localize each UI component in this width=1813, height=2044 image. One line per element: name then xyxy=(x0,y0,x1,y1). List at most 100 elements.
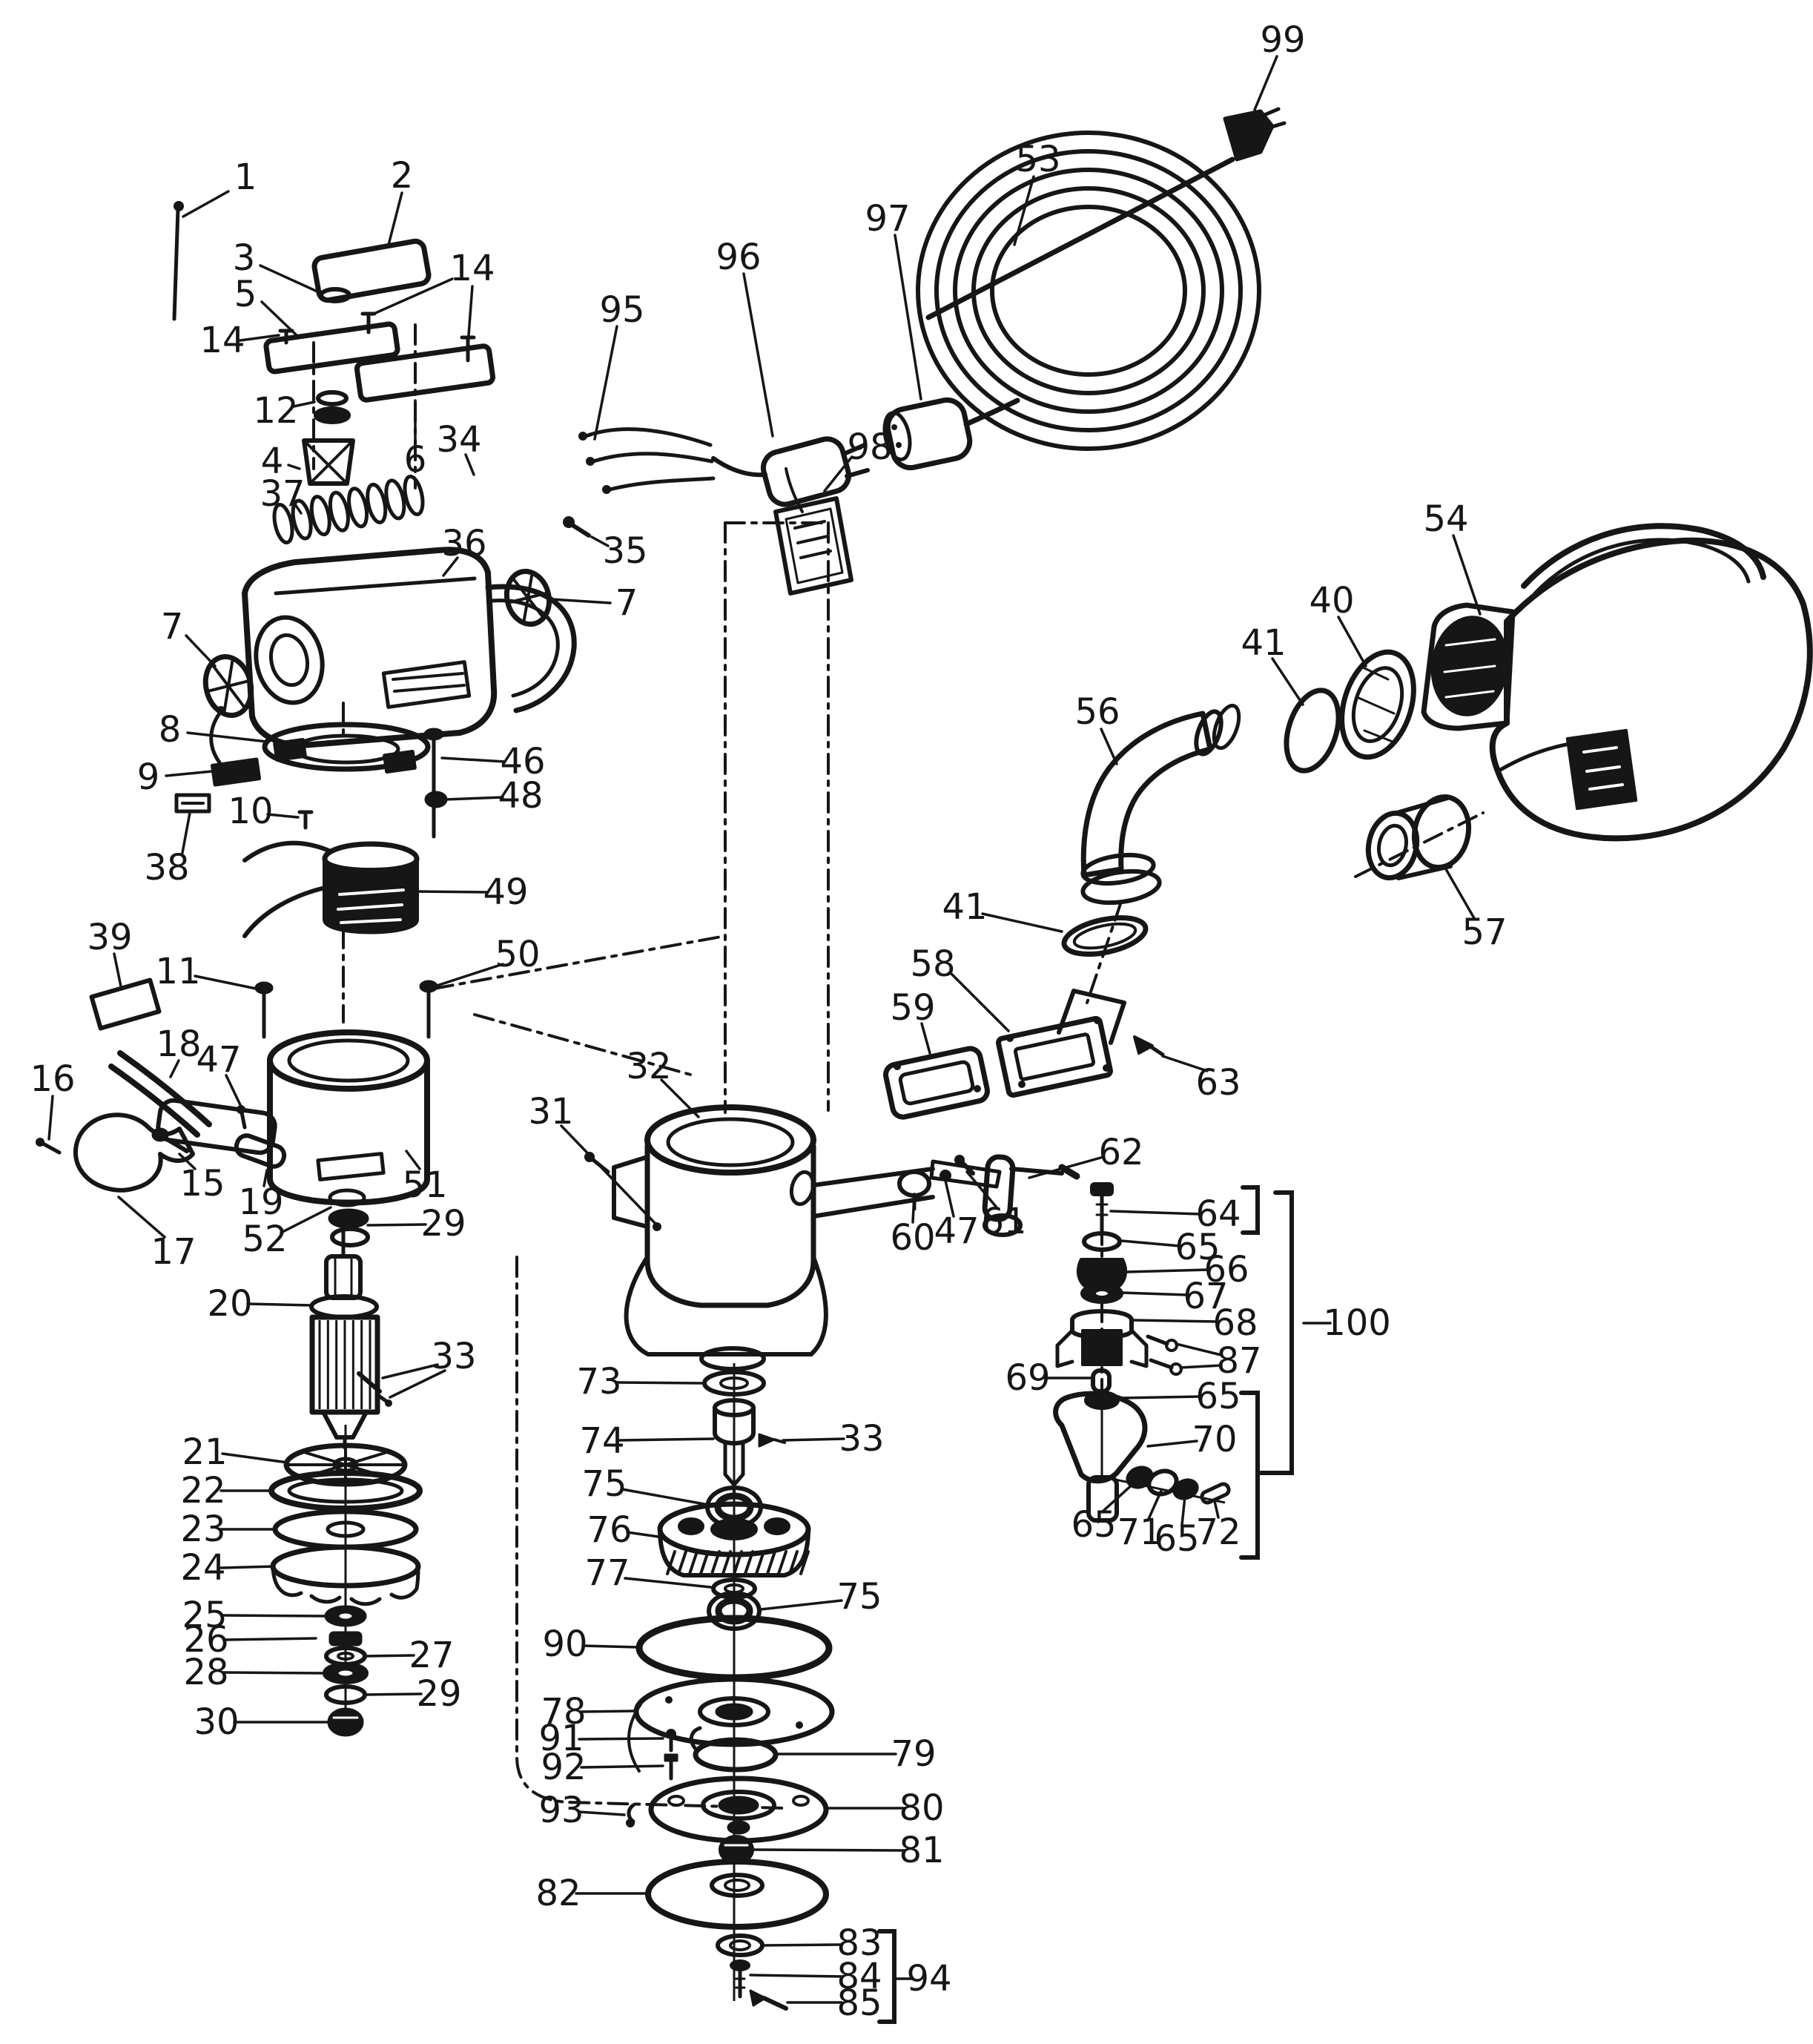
leader-c63 xyxy=(1161,1055,1209,1072)
screw-35 xyxy=(570,523,591,538)
leader-c70 xyxy=(1146,1440,1198,1448)
callout-c47b: 47 xyxy=(934,1210,979,1252)
leader-c14a xyxy=(371,277,454,316)
washer-67-hole xyxy=(1094,1290,1109,1297)
fan-7-right-spokes xyxy=(507,596,529,604)
leader-c91 xyxy=(578,1737,664,1741)
screw-11-head xyxy=(254,981,274,995)
callout-c92: 92 xyxy=(541,1747,586,1788)
callout-c54: 54 xyxy=(1423,498,1468,540)
callout-c91: 91 xyxy=(538,1718,584,1759)
leader-c20 xyxy=(246,1302,313,1307)
field-coil-49-streak1 xyxy=(338,889,405,896)
pin-1-head xyxy=(174,201,184,211)
switch-cover-2 xyxy=(311,238,432,303)
fan-7-left-spokes xyxy=(227,658,234,688)
plate-80-hole2 xyxy=(792,1795,810,1807)
gear-76-teeth xyxy=(666,1550,676,1575)
plate-78-hub-dark xyxy=(715,1703,753,1721)
gear-76-teeth xyxy=(721,1550,732,1575)
terminal-95b xyxy=(586,457,595,466)
clamp-68-body xyxy=(1081,1329,1123,1366)
callout-c9: 9 xyxy=(137,756,160,798)
callout-c2: 2 xyxy=(391,155,414,197)
leader-c36 xyxy=(442,556,459,577)
pin-1 xyxy=(172,207,180,321)
fan-7-right-spokes xyxy=(522,596,529,623)
leader-c97 xyxy=(894,234,922,400)
plug-96 xyxy=(761,436,851,507)
duct-58-hole4 xyxy=(1103,1064,1110,1072)
leader-c41a xyxy=(1271,657,1304,706)
callout-c65d: 65 xyxy=(1154,1518,1199,1560)
bag-54-handle-inner xyxy=(1533,538,1751,596)
fan-7-right-spokes xyxy=(526,573,534,599)
washer-3 xyxy=(319,287,351,303)
screw-91-head xyxy=(666,1729,676,1739)
screw-87a xyxy=(1146,1334,1169,1346)
callout-c65c: 65 xyxy=(1071,1504,1116,1546)
cuff-57-front-inner xyxy=(1377,823,1408,868)
gasket-59-hole1 xyxy=(894,1063,901,1070)
callout-c32: 32 xyxy=(626,1046,671,1087)
callout-c34: 34 xyxy=(436,419,481,461)
leader-c87 xyxy=(1175,1342,1223,1356)
leader-c65b xyxy=(1118,1395,1202,1400)
plug-99-prong1 xyxy=(1262,107,1281,117)
callout-c84: 84 xyxy=(836,1956,882,1997)
leader-c84 xyxy=(749,1974,843,1978)
crank-62-arm xyxy=(929,1159,1002,1189)
leader-c99 xyxy=(1253,55,1278,111)
elbow-56-collar1 xyxy=(1080,852,1156,886)
cord-guard-18a xyxy=(117,1050,212,1127)
spring-37-loop xyxy=(366,482,388,524)
duct-58-hole3 xyxy=(1018,1081,1026,1088)
elbow-56-cuff2 xyxy=(1212,703,1241,751)
leader-c50 xyxy=(433,963,504,988)
washer-52a xyxy=(328,1188,366,1207)
callout-c23: 23 xyxy=(180,1509,225,1550)
cord-guard-18b xyxy=(108,1064,200,1138)
gearcase-32-ring-inner xyxy=(666,1117,795,1167)
leader-c4 xyxy=(287,464,301,470)
gasket-59 xyxy=(883,1046,990,1120)
callout-c48: 48 xyxy=(498,775,543,817)
pad-82-hub xyxy=(710,1873,765,1898)
duct-58-hole2 xyxy=(1094,1017,1101,1024)
leader-c75a xyxy=(621,1488,706,1506)
motor-housing-36-handle xyxy=(485,584,577,713)
boundary-diag-upper xyxy=(432,934,727,990)
elbow-56-collar2 xyxy=(1080,868,1162,906)
leader-c39 xyxy=(113,952,122,988)
gear-76-teeth xyxy=(755,1550,765,1575)
pin-93-dot xyxy=(626,1819,635,1827)
callout-c14a: 14 xyxy=(449,248,495,289)
fan-21-spokes xyxy=(344,1451,387,1466)
spring-37-loop xyxy=(309,495,331,537)
leader-c72 xyxy=(1213,1500,1220,1519)
leader-c15 xyxy=(178,1153,197,1170)
callout-c25: 25 xyxy=(182,1595,227,1636)
cuff-57-top xyxy=(1395,796,1450,815)
pad-82-hub-hole xyxy=(724,1879,750,1892)
plate-80-nub xyxy=(727,1820,750,1835)
callout-c10: 10 xyxy=(228,791,273,832)
callout-c18: 18 xyxy=(156,1023,201,1065)
ring-40-hatch3 xyxy=(1363,729,1394,743)
washer-28-hole xyxy=(336,1668,355,1678)
leader-lines-layer xyxy=(47,55,1482,2004)
callout-c22: 22 xyxy=(180,1470,225,1511)
motor-housing-36-handle-inner xyxy=(490,599,560,698)
leader-c95 xyxy=(593,325,618,441)
screw-87b xyxy=(1149,1358,1174,1370)
crank-62-foot xyxy=(983,1213,1023,1237)
callout-c65a: 65 xyxy=(1175,1227,1220,1268)
fan-7-left-spokes xyxy=(206,685,230,693)
plug-99 xyxy=(1223,109,1275,162)
leader-c58 xyxy=(949,972,1010,1032)
tag-98-text3 xyxy=(799,550,832,559)
axis-right-cluster-diag xyxy=(1104,1476,1226,1504)
callout-c90: 90 xyxy=(542,1623,587,1665)
tag-98-text2 xyxy=(796,535,829,544)
leader-c10 xyxy=(266,813,300,819)
